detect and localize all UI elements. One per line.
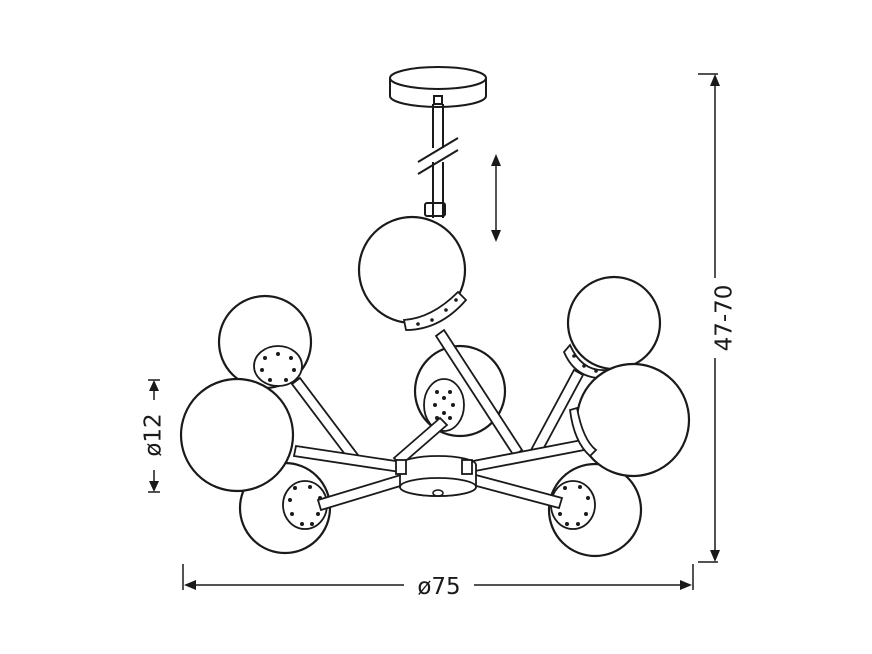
globe-back-right-lower bbox=[547, 462, 643, 558]
globe-back-left-upper bbox=[217, 294, 313, 390]
arms bbox=[290, 328, 586, 512]
globe-dimension: ø12 bbox=[141, 379, 167, 493]
height-label: 47-70 bbox=[712, 285, 738, 352]
socket-holes bbox=[260, 352, 296, 382]
globe-top-center bbox=[357, 215, 468, 331]
socket-holes bbox=[288, 485, 322, 526]
height-dimension: 47-70 bbox=[698, 73, 738, 563]
adjust-arrow bbox=[491, 154, 501, 242]
stem-rod bbox=[417, 95, 459, 218]
globe-right-front bbox=[569, 362, 691, 478]
width-dimension: ø75 bbox=[182, 564, 694, 600]
ceiling-canopy bbox=[389, 66, 487, 108]
central-hub bbox=[395, 455, 477, 497]
globe-left-front bbox=[179, 377, 295, 493]
globe-right-upper bbox=[562, 275, 662, 379]
width-label: ø75 bbox=[417, 574, 460, 600]
socket-holes bbox=[433, 390, 455, 420]
globe-label: ø12 bbox=[141, 413, 167, 456]
globe-back-center bbox=[413, 344, 507, 438]
